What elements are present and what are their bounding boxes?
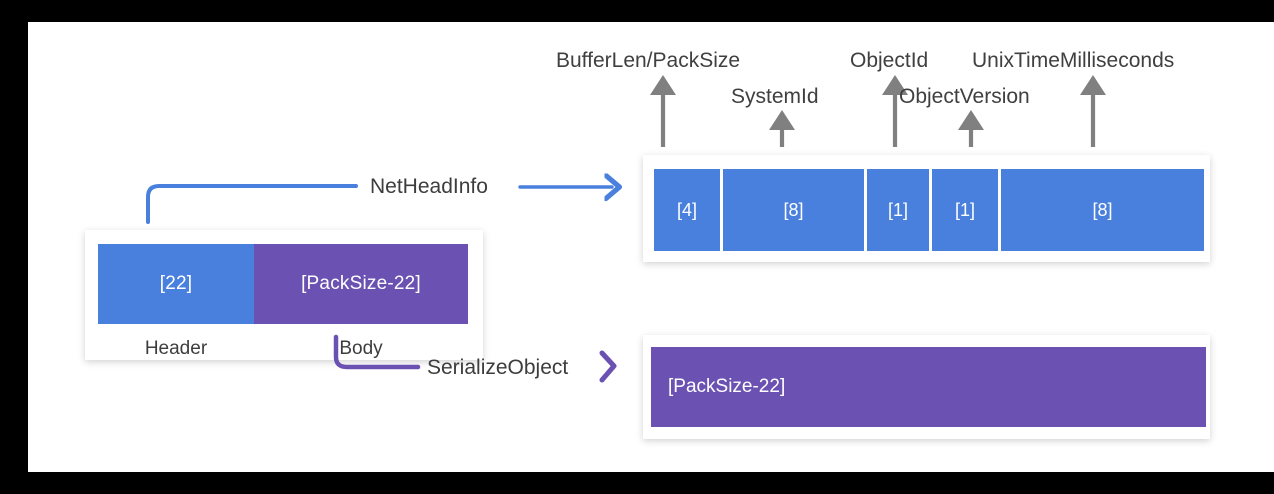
header-field-bufferlen[interactable]: [4] [654,169,720,251]
header-field-objectversion[interactable]: [1] [932,169,998,251]
header-fields-row: [4] [8] [1] [1] [8] [654,169,1204,251]
diagram-canvas: [22] [PackSize-22] Header Body [4] [8] [… [28,22,1274,472]
packet-caption-header: Header [144,338,208,359]
field-label-systemid: SystemId [731,85,819,108]
body-block[interactable]: [PackSize-22] [651,347,1206,427]
field-label-bufferlen: BufferLen/PackSize [556,49,741,72]
field-label-objectversion: ObjectVersion [899,85,1030,108]
header-fields-card: [4] [8] [1] [1] [8] [643,155,1210,262]
packet-segments-row: [22] [PackSize-22] [98,244,468,324]
packet-segment-body[interactable]: [PackSize-22] [254,244,468,324]
header-field-systemid[interactable]: [8] [723,169,864,251]
packet-segment-header[interactable]: [22] [98,244,254,324]
header-field-objectid[interactable]: [1] [867,169,929,251]
header-field-unixtime[interactable]: [8] [1001,169,1204,251]
netheadinfo-flow-label: NetHeadInfo [370,175,488,198]
field-label-objectid: ObjectId [850,49,929,72]
packet-structure-card: [22] [PackSize-22] Header Body [85,230,483,360]
body-block-card: [PackSize-22] [643,335,1210,439]
field-label-unixtime: UnixTimeMilliseconds [972,49,1175,72]
serializeobject-flow-label: SerializeObject [427,356,569,379]
